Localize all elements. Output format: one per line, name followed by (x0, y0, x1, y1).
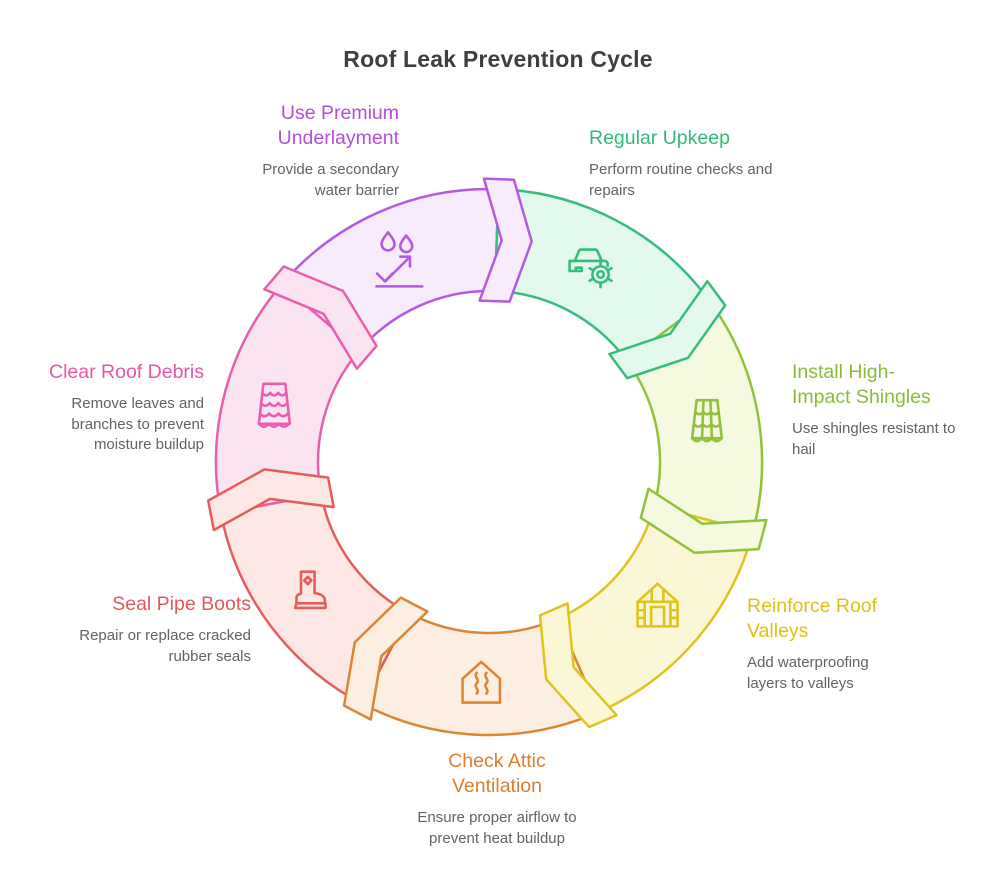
step-title: Seal Pipe Boots (112, 593, 251, 615)
cycle-arrow-tab (263, 265, 378, 370)
step-title: Check Attic Ventilation (448, 750, 546, 797)
step-title: Install High-Impact Shingles (792, 361, 931, 408)
pipe-boot-icon (293, 570, 327, 610)
step-title: Clear Roof Debris (49, 361, 204, 383)
car-maintenance-icon (568, 248, 613, 289)
roof-valley-frame-icon (636, 582, 679, 628)
step-description: Perform routine checks and repairs (589, 160, 773, 199)
step-description: Add waterproofing layers to valleys (747, 653, 869, 692)
step-title: Reinforce Roof Valleys (747, 595, 878, 642)
step-label-pipe-boots: Seal Pipe Boots Repair or replace cracke… (76, 592, 251, 667)
step-description: Use shingles resistant to hail (792, 419, 956, 458)
cycle-arrow-tab (342, 596, 429, 721)
scale-shingles-icon (257, 382, 292, 428)
step-description: Ensure proper airflow to prevent heat bu… (417, 808, 577, 847)
cycle-arrow-tab (608, 280, 727, 380)
cycle-arrow-tab (639, 487, 768, 555)
step-description: Provide a secondary water barrier (262, 160, 399, 199)
cycle-arrow-tab (538, 602, 618, 729)
cycle-arrow-tab (478, 177, 533, 303)
attic-vent-icon (461, 660, 502, 704)
step-description: Repair or replace cracked rubber seals (79, 626, 251, 665)
step-label-debris: Clear Roof Debris Remove leaves and bran… (29, 360, 204, 456)
cycle-arrow-tab (206, 468, 335, 532)
step-title: Regular Upkeep (589, 127, 730, 149)
step-description: Remove leaves and branches to prevent mo… (71, 394, 204, 454)
water-barrier-icon (375, 230, 424, 288)
step-label-shingles: Install High-Impact Shingles Use shingle… (792, 360, 974, 460)
step-label-underlayment: Use Premium Underlayment Provide a secon… (224, 101, 399, 201)
step-label-upkeep: Regular Upkeep Perform routine checks an… (589, 126, 774, 201)
shingle-grid-icon (690, 398, 724, 443)
step-label-valleys: Reinforce Roof Valleys Add waterproofing… (747, 594, 905, 694)
step-label-ventilation: Check Attic Ventilation Ensure proper ai… (392, 749, 602, 849)
page-title: Roof Leak Prevention Cycle (343, 46, 653, 72)
step-title: Use Premium Underlayment (277, 102, 399, 149)
